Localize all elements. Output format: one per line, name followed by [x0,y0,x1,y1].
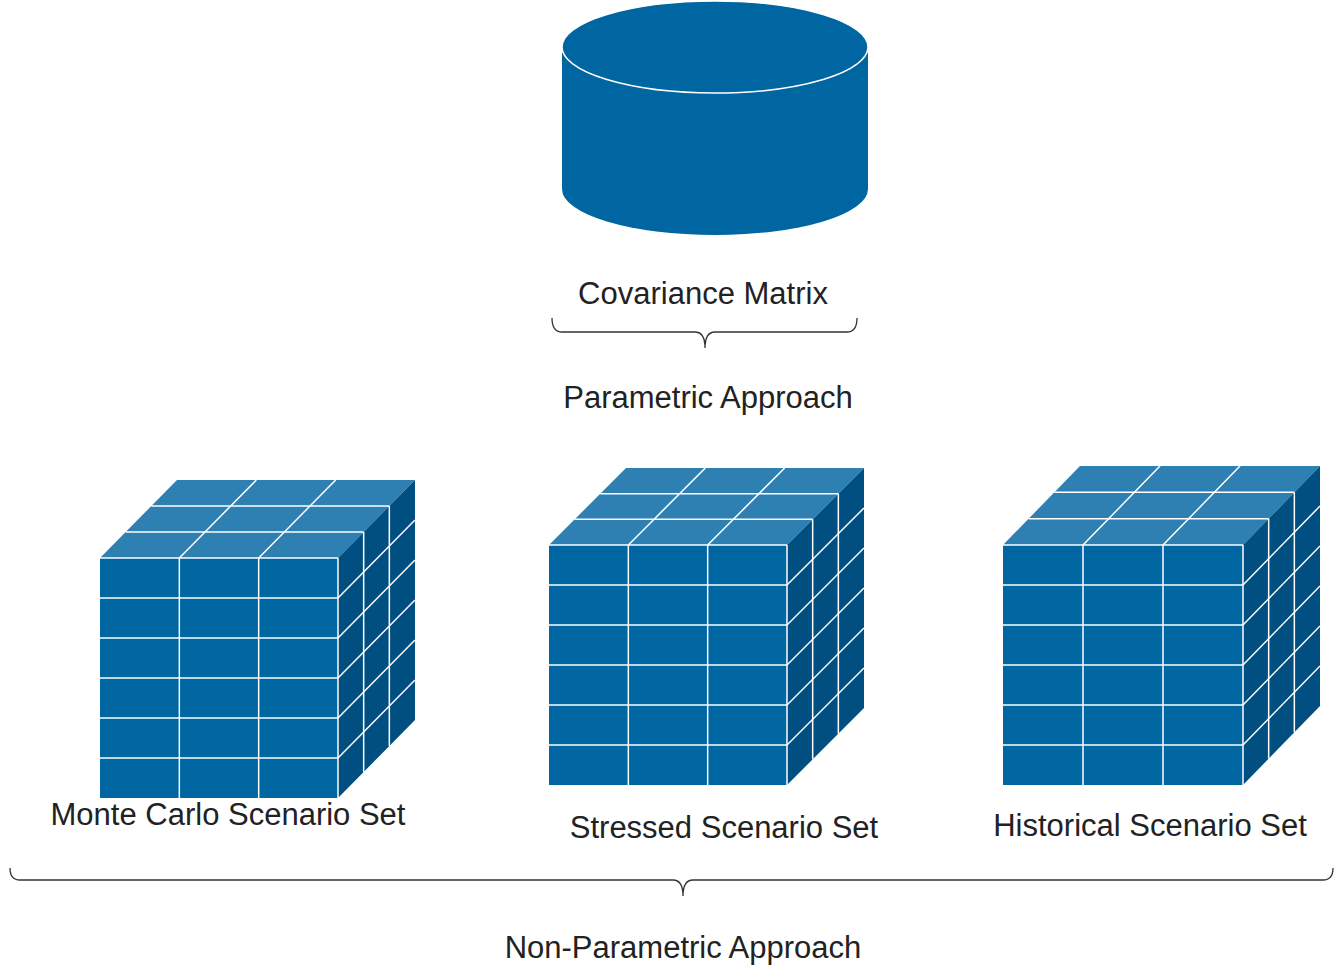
grid-line [1242,545,1244,785]
grid-line [100,677,338,679]
grid-line [1029,518,1269,520]
node-label: Covariance Matrix [578,276,828,312]
grid-line [787,588,864,665]
cube-front [549,545,787,785]
grid-line [549,544,787,546]
grid-line [1163,466,1240,545]
grid-line [600,493,838,495]
group-label: Non-Parametric Approach [505,930,862,966]
cube-front [100,558,338,798]
cube-side [1243,466,1320,785]
grid-line [337,558,339,798]
grid-line [338,520,415,598]
grid-line [100,557,338,559]
grid-line [549,624,787,626]
grid-line [1243,666,1320,745]
grid-line [1003,704,1243,706]
grid-line [708,468,785,545]
grid-line [787,628,864,705]
grid-line [1083,466,1160,545]
grid-line [575,519,813,521]
grid-line [100,757,338,759]
grid-line [338,560,415,638]
grid-line [1054,492,1294,494]
grid-line [549,664,787,666]
grid-line [338,600,415,678]
grid-line [1003,584,1243,586]
grid-line [1003,664,1243,666]
cube-side [787,468,864,785]
grid-line [1243,546,1320,625]
grid-line [338,640,415,718]
grid-line [1003,544,1243,546]
grid-line [179,480,256,558]
grid-line [100,637,338,639]
grid-line [549,584,787,586]
node-label: Stressed Scenario Set [570,810,878,846]
grid-line [1243,586,1320,665]
database-cylinder: Covariance Matrix [560,0,870,236]
bracket [10,868,1333,896]
grid-line [126,531,364,533]
scenario-cube: Historical Scenario Set [1003,466,1320,785]
grid-line [549,704,787,706]
shape-outline [549,468,864,785]
grid-line [259,480,336,558]
grid-line [787,548,864,625]
grid-line [100,717,338,719]
grid-line [1003,624,1243,626]
shape-outline [560,0,870,236]
shape-outline [1003,466,1320,785]
grid-line [338,680,415,758]
grid-line [1243,506,1320,585]
grid-line [1243,626,1320,705]
cube-side [338,480,415,798]
grid-line [549,744,787,746]
grid-line [786,545,788,785]
cube-front [1003,545,1243,785]
grid-line [787,668,864,745]
node-label: Monte Carlo Scenario Set [51,797,406,833]
cylinder-top [562,1,868,93]
grid-line [100,597,338,599]
bracket [552,318,857,348]
scenario-cube: Stressed Scenario Set [549,468,864,785]
group-label: Parametric Approach [563,380,852,416]
node-label: Historical Scenario Set [993,808,1307,844]
grid-line [1003,744,1243,746]
shape-outline [100,480,415,798]
grid-line [628,468,705,545]
scenario-cube: Monte Carlo Scenario Set [100,480,415,798]
grid-line [151,505,389,507]
grid-line [787,508,864,585]
